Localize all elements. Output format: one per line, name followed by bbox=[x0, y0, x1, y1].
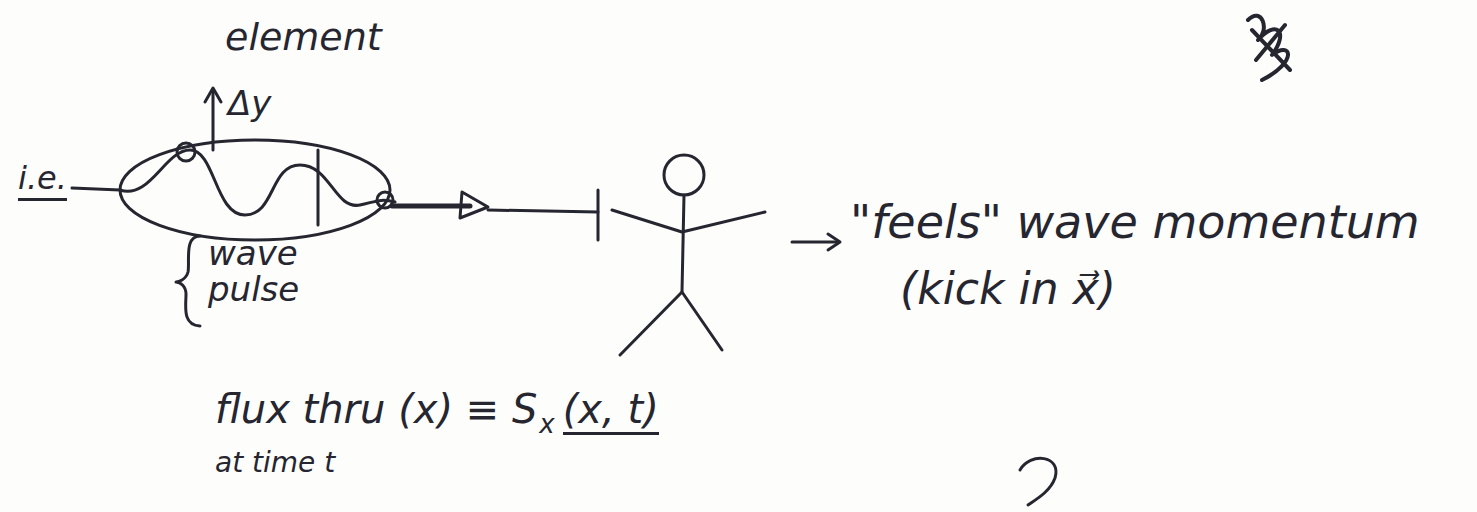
stick-figure-body bbox=[682, 195, 684, 292]
handwritten-note: x bbox=[539, 411, 554, 438]
stick-figure-legs bbox=[620, 292, 722, 355]
stick-figure-head bbox=[664, 155, 704, 195]
element-ellipse bbox=[120, 140, 390, 240]
handwritten-note: wave pulse bbox=[208, 236, 328, 307]
arrow bbox=[792, 241, 838, 244]
arrow-head bbox=[828, 234, 840, 250]
handwritten-note: (kick in x⃗) bbox=[900, 266, 1116, 312]
momentum-arrow bbox=[392, 204, 470, 209]
handwritten-note: flux thru (x) ≡ S bbox=[215, 388, 537, 430]
wall bbox=[597, 190, 600, 240]
pen-mark bbox=[1020, 458, 1056, 505]
formula-line: flux thru (x) ≡ Sx (x, t) bbox=[215, 388, 659, 435]
handwritten-note: element bbox=[225, 18, 382, 58]
string-line bbox=[488, 210, 598, 212]
handwritten-note: (x, t) bbox=[563, 388, 659, 435]
handwritten-note: at time t bbox=[215, 448, 335, 477]
string-line bbox=[72, 188, 120, 190]
stick-figure-arms bbox=[612, 210, 765, 232]
brace bbox=[176, 236, 200, 326]
handwritten-note: i.e. bbox=[18, 162, 67, 201]
wave-curve bbox=[120, 150, 395, 215]
arrow-head bbox=[460, 192, 488, 218]
element-mark bbox=[177, 143, 195, 161]
arrow-head bbox=[205, 88, 221, 102]
handwritten-note: "feels" wave momentum bbox=[850, 198, 1420, 246]
handwritten-note: Δy bbox=[228, 86, 271, 122]
tick bbox=[317, 150, 320, 225]
scribble bbox=[1248, 16, 1290, 80]
